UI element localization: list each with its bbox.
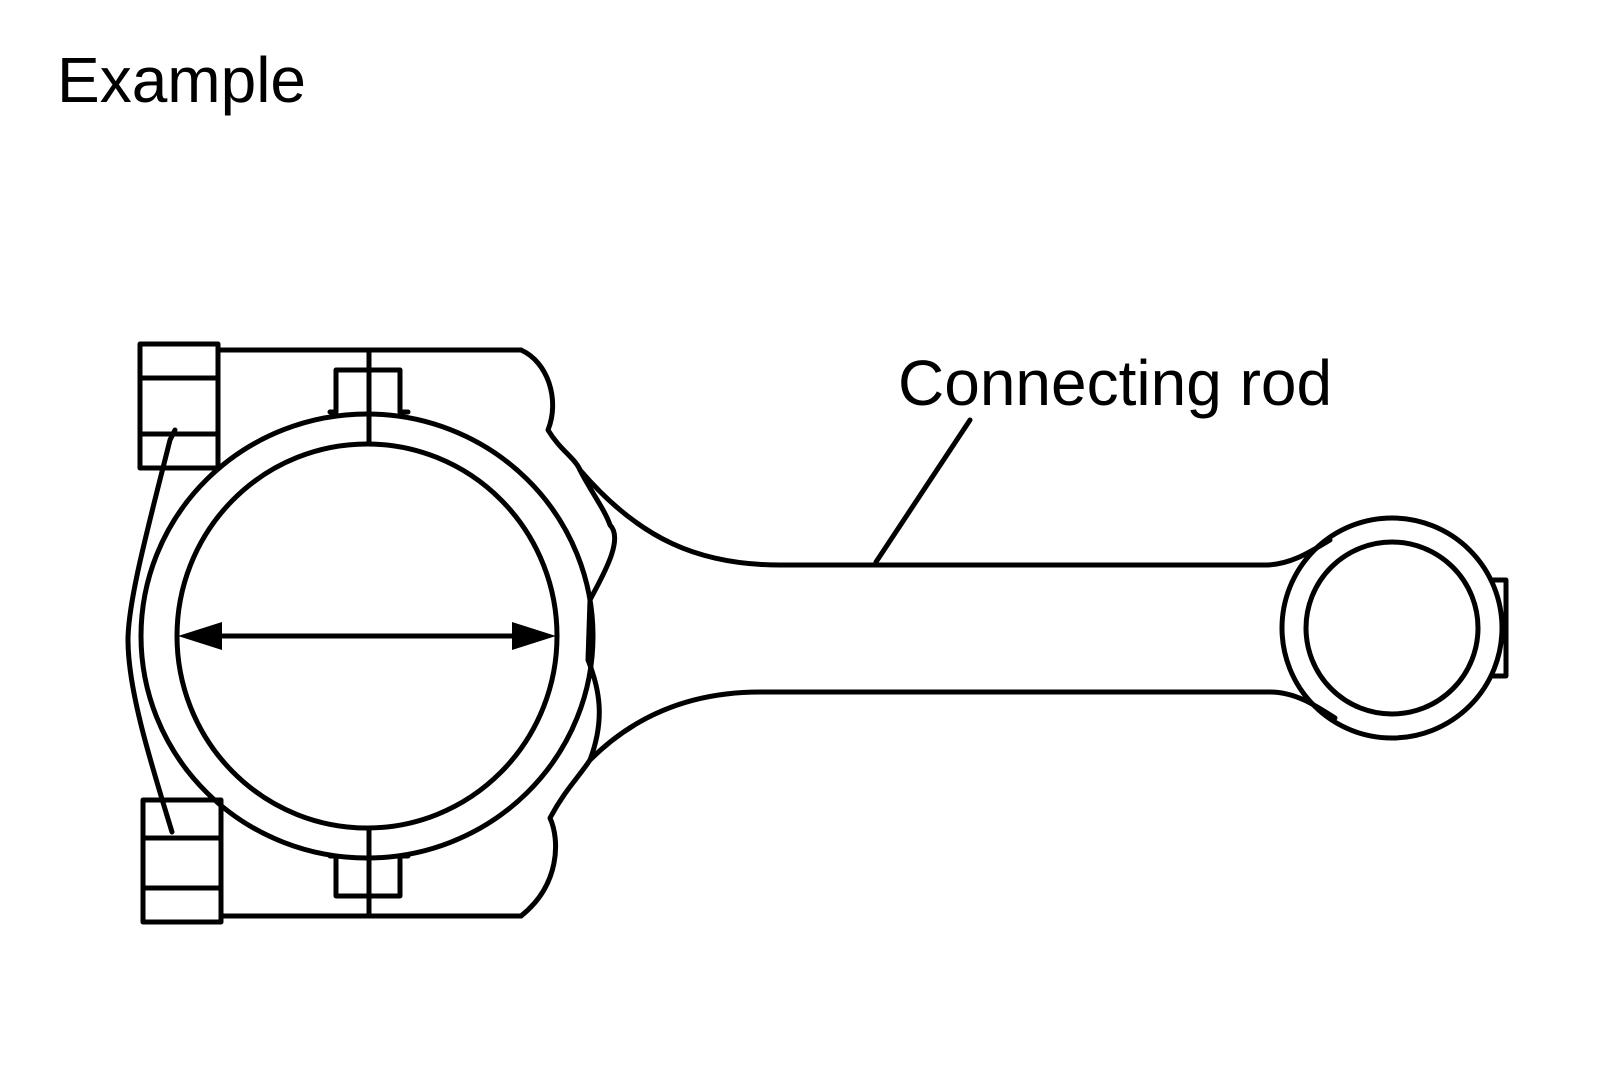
diagram-heading: Example <box>57 44 306 116</box>
upper-bolt-head <box>137 341 221 471</box>
leader-line <box>873 417 973 565</box>
shank-top-edge <box>577 467 1333 568</box>
bore-diameter-arrow-right <box>512 622 556 650</box>
big-end-bore <box>174 441 560 831</box>
shank-bottom-edge <box>587 689 1338 763</box>
top-bearing-notch <box>327 367 411 415</box>
connecting-rod-label: Connecting rod <box>898 347 1332 419</box>
lower-bolt-head <box>140 797 224 925</box>
big-end-right-contour <box>518 347 618 919</box>
big-end-left-contour <box>125 427 178 835</box>
big-end <box>125 341 618 925</box>
bore-diameter-arrow-left <box>178 622 222 650</box>
small-end-bore <box>1303 539 1481 717</box>
big-end-outer-ring <box>138 411 596 861</box>
small-end-outer-ring <box>1279 515 1505 741</box>
small-end <box>1279 515 1509 741</box>
rod-shank <box>577 467 1338 763</box>
small-end-boss <box>1490 577 1509 679</box>
